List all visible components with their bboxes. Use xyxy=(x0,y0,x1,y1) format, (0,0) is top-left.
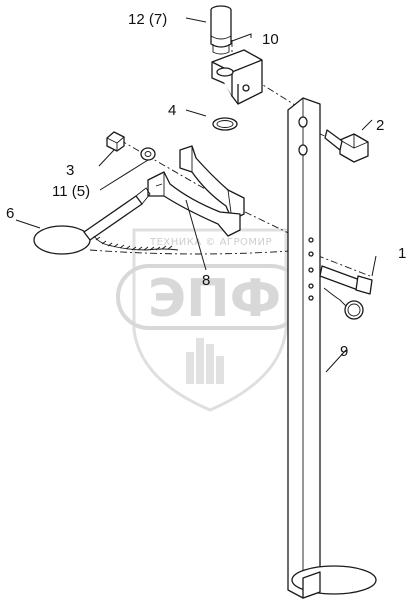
watermark-tagline: ТЕХНИКА © АГРОМИР xyxy=(149,237,272,248)
ring-pin xyxy=(33,187,151,255)
callout-10: 10 xyxy=(262,31,279,48)
callout-11: 11 (5) xyxy=(52,183,90,200)
watermark-logo-text: ЭПФ xyxy=(148,269,281,329)
lynch-bolt xyxy=(319,265,373,295)
clamp-lower xyxy=(147,171,241,237)
ring-clip xyxy=(323,287,364,320)
clamp-upper xyxy=(179,145,245,221)
callout-9: 9 xyxy=(340,343,348,360)
callout-3: 3 xyxy=(66,162,74,179)
leader-lines xyxy=(15,17,377,373)
stand-post xyxy=(287,97,377,599)
callout-12: 12 (7) xyxy=(128,11,167,28)
hex-bolt xyxy=(324,129,369,163)
bracket xyxy=(211,49,263,105)
washer xyxy=(140,147,156,161)
watermark-shield xyxy=(132,228,288,412)
callouts: 12 (7) 10 4 2 3 11 (5) 6 8 1 9 xyxy=(6,11,406,360)
callout-1: 1 xyxy=(398,245,406,262)
pin xyxy=(210,5,232,55)
callout-4: 4 xyxy=(168,102,176,119)
callout-8: 8 xyxy=(202,272,210,289)
callout-6: 6 xyxy=(6,205,14,222)
watermark: ТЕХНИКА © АГРОМИР ЭПФ xyxy=(116,228,304,412)
snap-ring xyxy=(212,117,238,131)
square-nut xyxy=(106,131,125,152)
callout-2: 2 xyxy=(376,117,384,134)
chain xyxy=(93,235,179,251)
watermark-building-icon xyxy=(186,338,224,384)
